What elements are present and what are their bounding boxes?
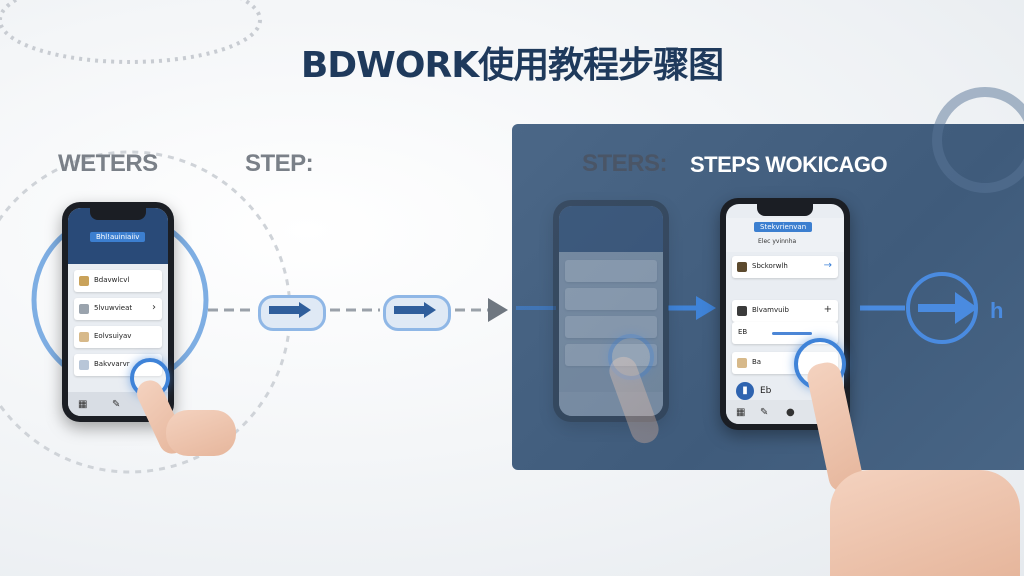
pin-icon[interactable]: ✎: [112, 399, 121, 410]
tab-bar: [559, 392, 663, 416]
list-item[interactable]: 5lvuwvieat ›: [74, 298, 162, 320]
header-tag: Bhl!auiniaiiv: [90, 232, 146, 242]
phone-middle-screen: [559, 206, 663, 416]
phone-notch: [757, 204, 813, 216]
item-icon: [79, 360, 89, 370]
step-label-left: WETERS: [58, 150, 158, 177]
list-item[interactable]: Sbckorwlh →: [732, 256, 838, 278]
list-item-label: Ba: [752, 358, 762, 366]
header-subtitle: Elec yvinnha: [758, 238, 797, 245]
svg-text:h: h: [990, 298, 1003, 323]
step-arrow-2: [383, 295, 451, 331]
item-icon: [79, 276, 89, 286]
list-item-label: Bdavwlcvl: [94, 276, 130, 284]
app-header: Bhl!auiniaiiv: [68, 208, 168, 264]
app-header: Stekvrienvan Elec yvinnha: [726, 218, 844, 252]
app-header: [559, 206, 663, 252]
progress-bar: [772, 332, 812, 335]
panel-label-right: STEPS WOKICAGO: [690, 152, 888, 177]
item-icon: [79, 332, 89, 342]
list-item-label: Sbckorwlh: [752, 262, 788, 270]
home-icon[interactable]: ▦: [78, 399, 88, 410]
item-icon: [737, 358, 747, 368]
action-label: Eb: [760, 386, 772, 396]
list-item-label: Bakvvarvr: [94, 360, 130, 368]
panel-label-left: STERS:: [582, 150, 668, 177]
hand-palm: [166, 410, 236, 456]
header-tag: Stekvrienvan: [754, 222, 813, 232]
arrow-right-icon: [299, 302, 311, 318]
chevron-right-icon: ›: [152, 302, 156, 313]
list-item-label: EB: [738, 328, 748, 336]
pin-icon[interactable]: ✎: [760, 407, 769, 418]
arrow-right-icon: [424, 302, 436, 318]
list-item[interactable]: [565, 260, 657, 282]
primary-action-button[interactable]: ▮: [736, 382, 754, 400]
page-title: BDWORK使用教程步骤图: [300, 45, 724, 86]
list-item-label: Eolvsuiyav: [94, 332, 132, 340]
list-item-label: Blvamvuib: [752, 306, 789, 314]
touch-indicator-icon: [608, 334, 654, 380]
home-icon[interactable]: ▦: [736, 407, 746, 418]
hand-palm: [830, 470, 1020, 576]
list-item[interactable]: Blvamvuib +: [732, 300, 838, 322]
phone-middle: [553, 200, 669, 422]
arrow-right-icon: →: [823, 260, 832, 271]
list-item[interactable]: [565, 316, 657, 338]
list-item[interactable]: [565, 288, 657, 310]
item-icon: [79, 304, 89, 314]
list-item[interactable]: Eolvsuiyav: [74, 326, 162, 348]
item-icon: [737, 262, 747, 272]
step-arrow-1: [258, 295, 326, 331]
item-icon: [737, 306, 747, 316]
list-item-label: 5lvuwvieat: [94, 304, 133, 312]
step-label-middle: STEP:: [245, 150, 314, 177]
plus-icon: +: [823, 304, 832, 315]
list-item[interactable]: Bdavwlcvl: [74, 270, 162, 292]
phone-notch: [90, 208, 146, 220]
settings-icon[interactable]: ●: [786, 407, 795, 418]
phone-right: Stekvrienvan Elec yvinnha Sbckorwlh → Bl…: [720, 198, 850, 430]
